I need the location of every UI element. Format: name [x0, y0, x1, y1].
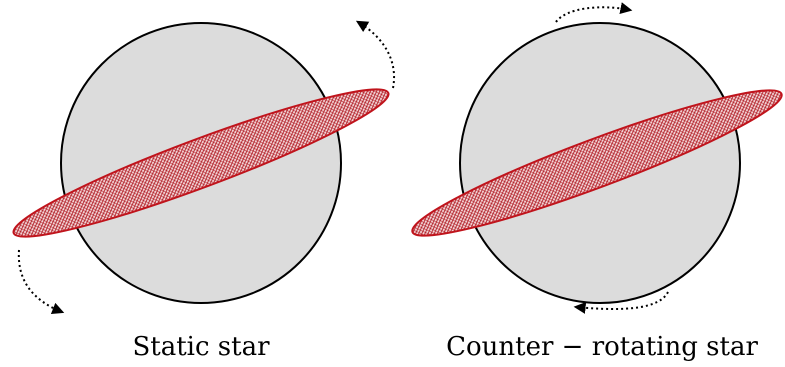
caption-static-star: Static star [132, 332, 270, 362]
panel-static-star: Static star [5, 22, 396, 362]
panel-counter-rotating-star: Counter − rotating star [404, 7, 785, 362]
rotation-arrow-top [556, 7, 630, 22]
rotation-arrow-top [358, 22, 394, 88]
rotation-arrow-bottom [19, 250, 62, 312]
caption-counter-rotating-star: Counter − rotating star [446, 332, 758, 362]
